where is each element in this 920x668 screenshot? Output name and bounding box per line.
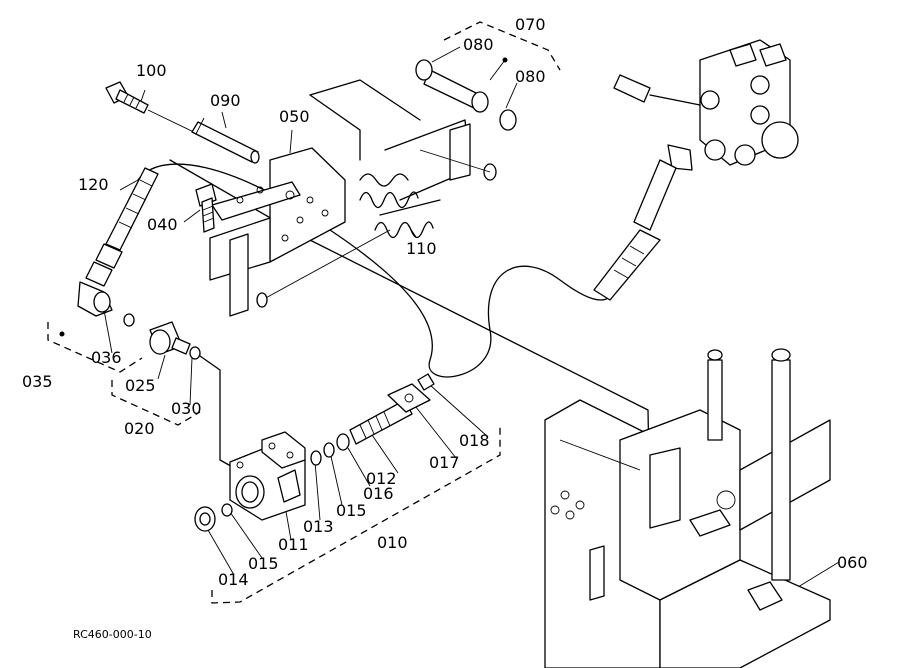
label-011: 011 [278, 535, 309, 554]
bracket-plate-050 [209, 79, 421, 317]
label-018: 018 [459, 431, 490, 450]
label-016: 016 [363, 484, 394, 503]
label-017: 017 [429, 453, 460, 472]
label-025: 025 [125, 376, 156, 395]
label-050: 050 [279, 107, 310, 126]
label-040: 040 [147, 215, 178, 234]
label-012: 012 [366, 469, 397, 488]
label-015-upper: 015 [336, 501, 367, 520]
pedal-valve-assembly [593, 39, 799, 301]
label-120: 120 [78, 175, 109, 194]
label-036: 036 [91, 348, 122, 367]
label-110: 110 [406, 239, 437, 258]
label-080-right: 080 [515, 67, 546, 86]
label-100: 100 [136, 61, 167, 80]
label-014: 014 [218, 570, 249, 589]
bolt-100 [105, 81, 201, 136]
label-015-lower: 015 [248, 554, 279, 573]
cable-end-120 [77, 167, 159, 317]
label-010: 010 [377, 533, 408, 552]
pin-090 [191, 117, 260, 164]
leader-lines [103, 46, 840, 599]
label-080-top: 080 [463, 35, 494, 54]
fittings-020 [59, 313, 239, 471]
label-030: 030 [171, 399, 202, 418]
mounting-frame-060 [544, 348, 831, 668]
label-035: 035 [22, 372, 53, 391]
assembly-group-outlines [47, 21, 561, 604]
label-070: 070 [515, 15, 546, 34]
label-090: 090 [210, 91, 241, 110]
label-013: 013 [303, 517, 334, 536]
spool-012 [310, 373, 435, 466]
bolt-040 [195, 183, 217, 233]
sleeve-070 [415, 57, 517, 131]
label-060: 060 [837, 553, 868, 572]
valve-block-011 [229, 431, 306, 521]
springs-110 [359, 119, 497, 239]
drawing-code: RC460-000-10 [73, 628, 152, 641]
plug-014 [194, 503, 233, 532]
label-020: 020 [124, 419, 155, 438]
part-number-labels: 100 090 050 080 070 080 120 040 110 036 … [22, 15, 868, 641]
